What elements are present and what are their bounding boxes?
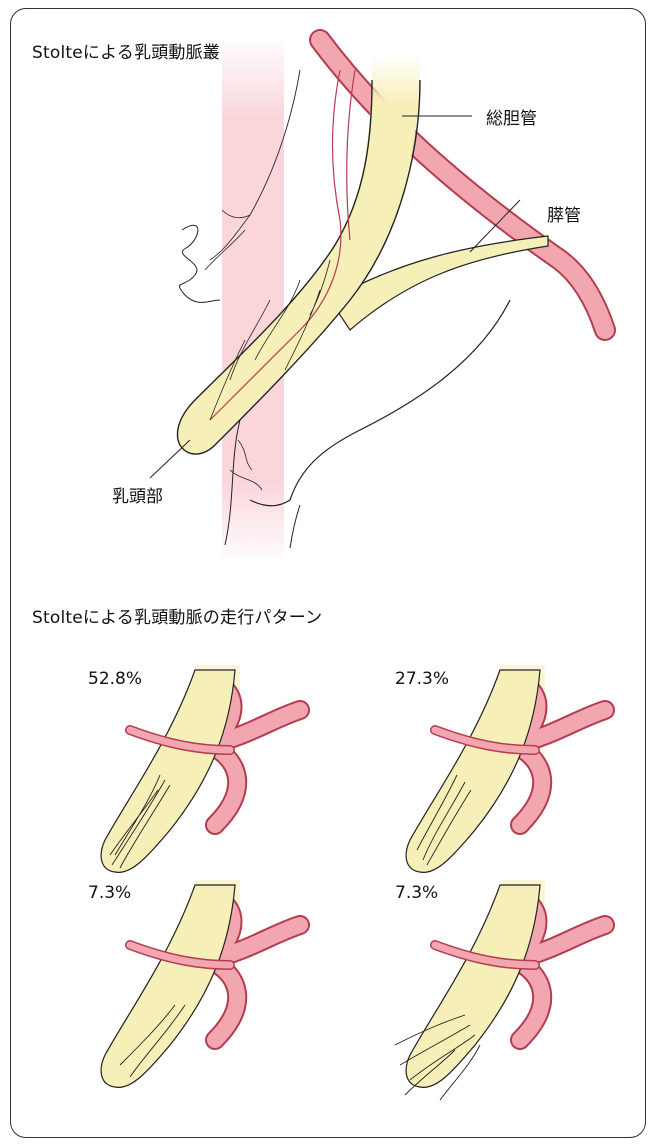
common-bile-duct-fill [177, 55, 420, 454]
pattern-panels [101, 665, 605, 1100]
pattern-panel-2 [406, 665, 605, 872]
papilla-leader [150, 440, 190, 478]
pattern-duct [101, 670, 235, 872]
main-diagram [150, 40, 605, 560]
pattern-duct [406, 670, 540, 872]
pattern-duct [101, 885, 235, 1087]
serpentine-vessel [180, 225, 220, 302]
pattern-panel-1 [101, 665, 300, 872]
pattern-panel-3 [101, 880, 300, 1087]
pattern-panel-4 [395, 880, 605, 1100]
